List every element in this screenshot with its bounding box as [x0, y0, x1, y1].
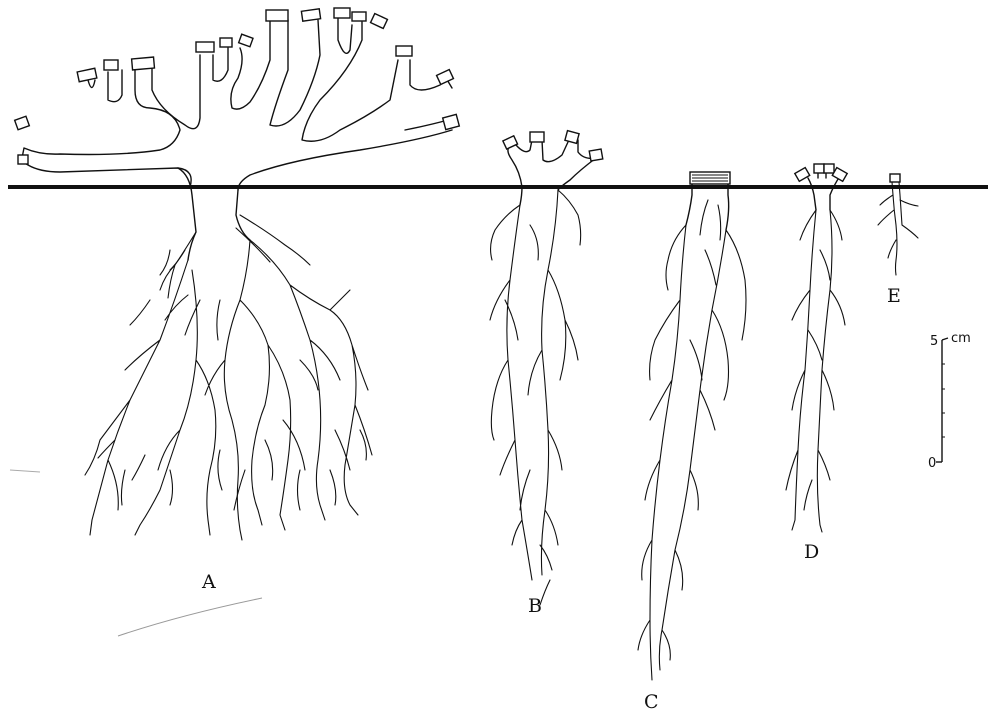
paper-mark — [118, 598, 262, 636]
plant-a — [15, 8, 460, 540]
scale-bar-top-value: 5 — [930, 334, 938, 349]
paper-mark — [10, 470, 40, 472]
plant-c — [638, 172, 746, 680]
scale-bar-top-tick — [942, 338, 948, 340]
plant-b-label: B — [528, 595, 542, 617]
scale-bar-unit: cm — [951, 331, 971, 346]
plant-a-fine-roots — [98, 250, 366, 510]
plant-b-crown — [508, 140, 596, 205]
plant-d — [786, 164, 847, 532]
plant-b-cut-stems — [503, 131, 603, 161]
plant-a-stem — [178, 168, 250, 260]
scale-bar-bottom-value: 0 — [928, 456, 936, 471]
plant-c-roots — [638, 200, 746, 680]
plant-b-roots — [490, 190, 581, 605]
plant-c-crown — [686, 183, 729, 230]
plant-d-cut-stems — [795, 164, 847, 181]
plant-c-label: C — [644, 691, 659, 713]
plant-d-label: D — [804, 541, 819, 563]
plant-e-cut-stem — [890, 174, 900, 182]
plant-b — [490, 131, 603, 605]
plant-e-roots — [878, 182, 918, 275]
plant-c-cut-stem — [690, 172, 730, 184]
plant-a-crown — [22, 18, 452, 190]
plant-d-roots — [786, 210, 845, 532]
plant-a-roots — [85, 215, 372, 540]
scale-bar: 5 cm 0 — [928, 331, 971, 471]
plant-a-label: A — [201, 571, 216, 593]
plant-e-label: E — [887, 285, 901, 307]
plant-e — [878, 174, 918, 275]
